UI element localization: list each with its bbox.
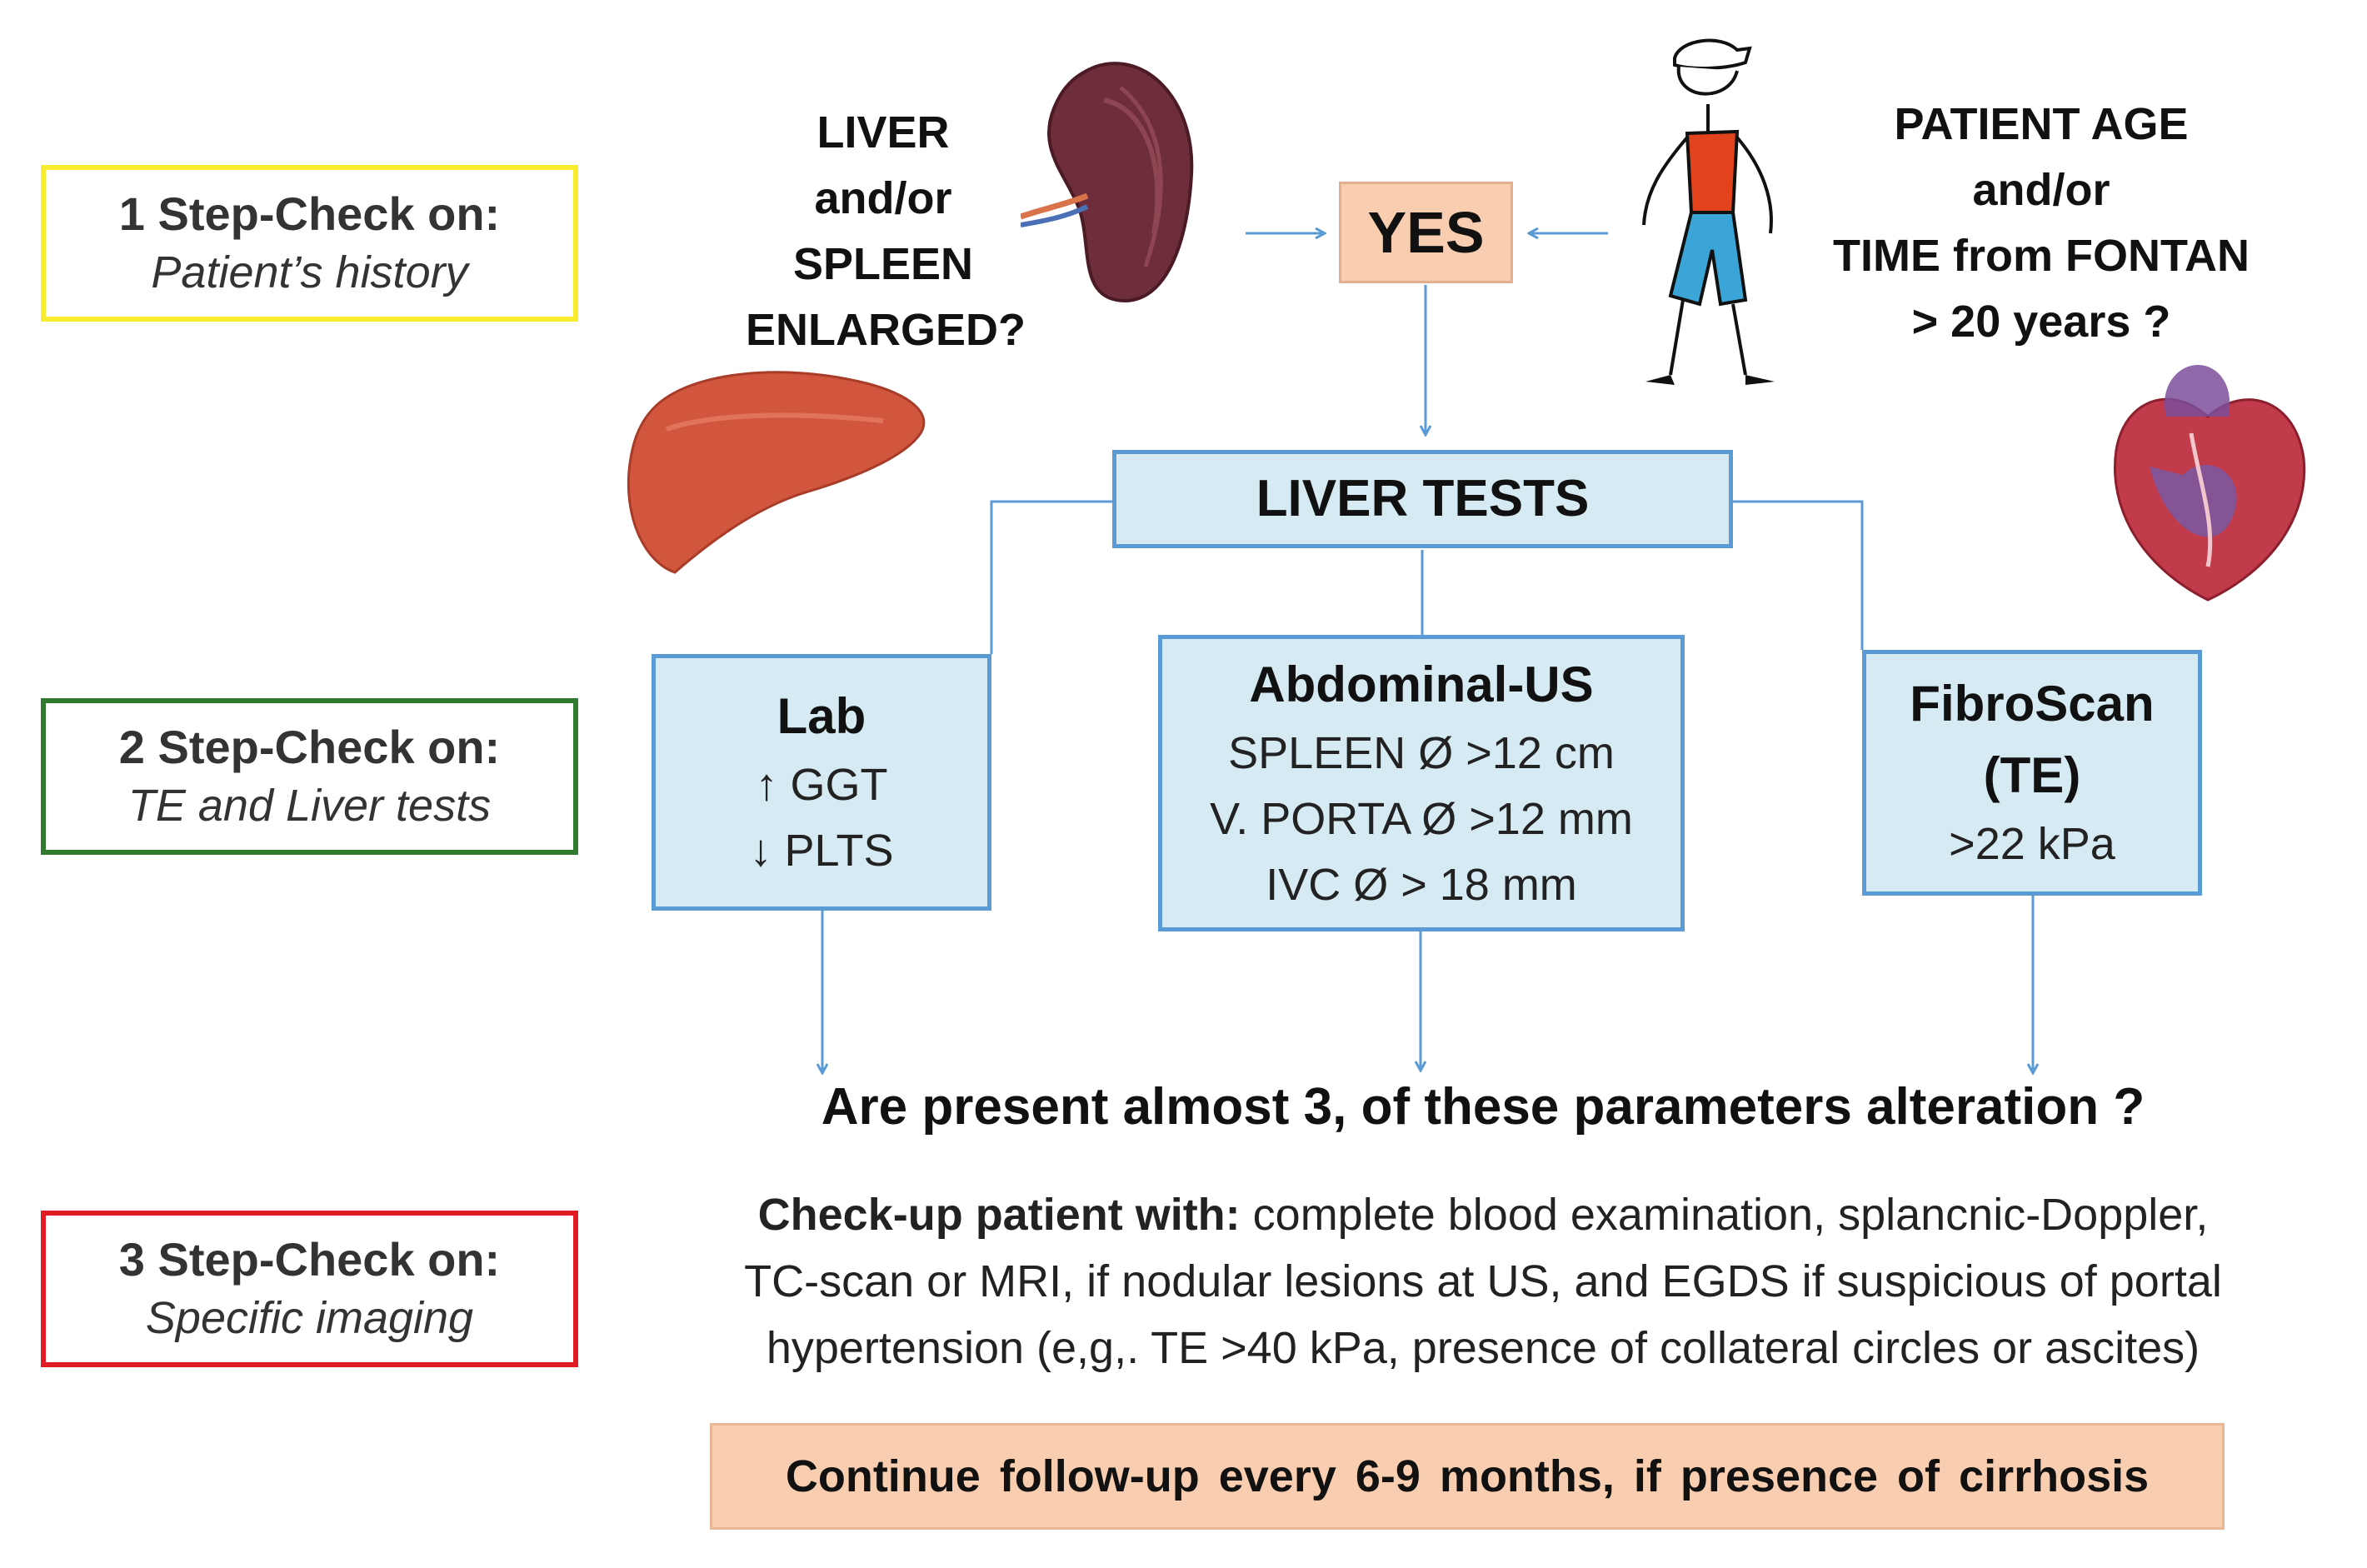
- age-question: PATIENT AGE and/or TIME from FONTAN > 20…: [1791, 92, 2291, 355]
- connector-tests-to-fibroscan: [1733, 500, 1864, 650]
- checkup-text: Check-up patient with: complete blood ex…: [642, 1181, 2325, 1381]
- abdominal-line-spleen: SPLEEN Ø >12 cm: [1228, 727, 1615, 778]
- age-question-line-3: TIME from FONTAN: [1833, 231, 2250, 281]
- liver-icon: [627, 371, 926, 574]
- fibroscan-threshold: >22 kPa: [1949, 819, 2115, 869]
- step-2-title: 2 Step-Check on:: [118, 720, 501, 773]
- checkup-line-2: TC-scan or MRI, if nodular lesions at US…: [744, 1256, 2222, 1306]
- lab-line-ggt: ↑ GGT: [755, 760, 888, 810]
- yes-box: YES: [1339, 182, 1513, 283]
- fibroscan-subtitle: (TE): [1983, 747, 2081, 803]
- organ-question-line-1: LIVER: [816, 107, 950, 157]
- spleen-icon: [1021, 62, 1194, 302]
- step-1-subtitle: Patient’s history: [151, 247, 468, 297]
- abdominal-line-ivc: IVC Ø > 18 mm: [1266, 859, 1577, 910]
- heart-icon: [2114, 365, 2306, 602]
- organ-question-line-4: ENLARGED?: [746, 305, 1026, 355]
- step-1-title: 1 Step-Check on:: [118, 187, 501, 240]
- age-question-line-4: > 20 years ?: [1911, 297, 2171, 347]
- step-1-box: 1 Step-Check on: Patient’s history: [41, 165, 578, 322]
- lab-line-plts: ↓ PLTS: [749, 826, 894, 876]
- lab-title: Lab: [777, 688, 866, 744]
- step-3-box: 3 Step-Check on: Specific imaging: [41, 1211, 578, 1367]
- lab-box: Lab ↑ GGT ↓ PLTS: [652, 654, 991, 911]
- abdominal-us-box: Abdominal-US SPLEEN Ø >12 cm V. PORTA Ø …: [1158, 635, 1685, 931]
- checkup-line-1-rest: complete blood examination, splancnic-Do…: [1240, 1190, 2209, 1240]
- age-question-line-2: and/or: [1972, 165, 2110, 215]
- checkup-line-1: Check-up patient with: complete blood ex…: [642, 1181, 2325, 1248]
- liver-tests-label: LIVER TESTS: [1256, 470, 1590, 527]
- abdominal-line-porta: V. PORTA Ø >12 mm: [1210, 793, 1633, 844]
- parameters-question: Are present almost 3, of these parameter…: [821, 1078, 2145, 1136]
- patient-figure-icon: [1642, 38, 1775, 385]
- fibroscan-title: FibroScan: [1910, 676, 2155, 732]
- organ-question: LIVER and/or SPLEEN ENLARGED?: [746, 100, 1026, 363]
- organ-question-line-2: and/or: [814, 173, 952, 223]
- step-2-subtitle: TE and Liver tests: [127, 780, 492, 831]
- checkup-bold: Check-up patient with:: [757, 1190, 1241, 1240]
- connector-tests-to-lab: [990, 500, 1112, 654]
- step-2-box: 2 Step-Check on: TE and Liver tests: [41, 698, 578, 855]
- fibroscan-box: FibroScan (TE) >22 kPa: [1862, 650, 2202, 896]
- follow-up-box: Continue follow-up every 6-9 months, if …: [710, 1423, 2225, 1530]
- checkup-line-3: hypertension (e,g,. TE >40 kPa, presence…: [766, 1323, 2200, 1373]
- organ-question-line-3: SPLEEN: [792, 239, 974, 289]
- abdominal-us-title: Abdominal-US: [1249, 656, 1594, 712]
- age-question-line-1: PATIENT AGE: [1894, 99, 2189, 149]
- step-3-title: 3 Step-Check on:: [118, 1232, 501, 1286]
- step-3-subtitle: Specific imaging: [145, 1292, 474, 1343]
- liver-tests-box: LIVER TESTS: [1112, 450, 1733, 548]
